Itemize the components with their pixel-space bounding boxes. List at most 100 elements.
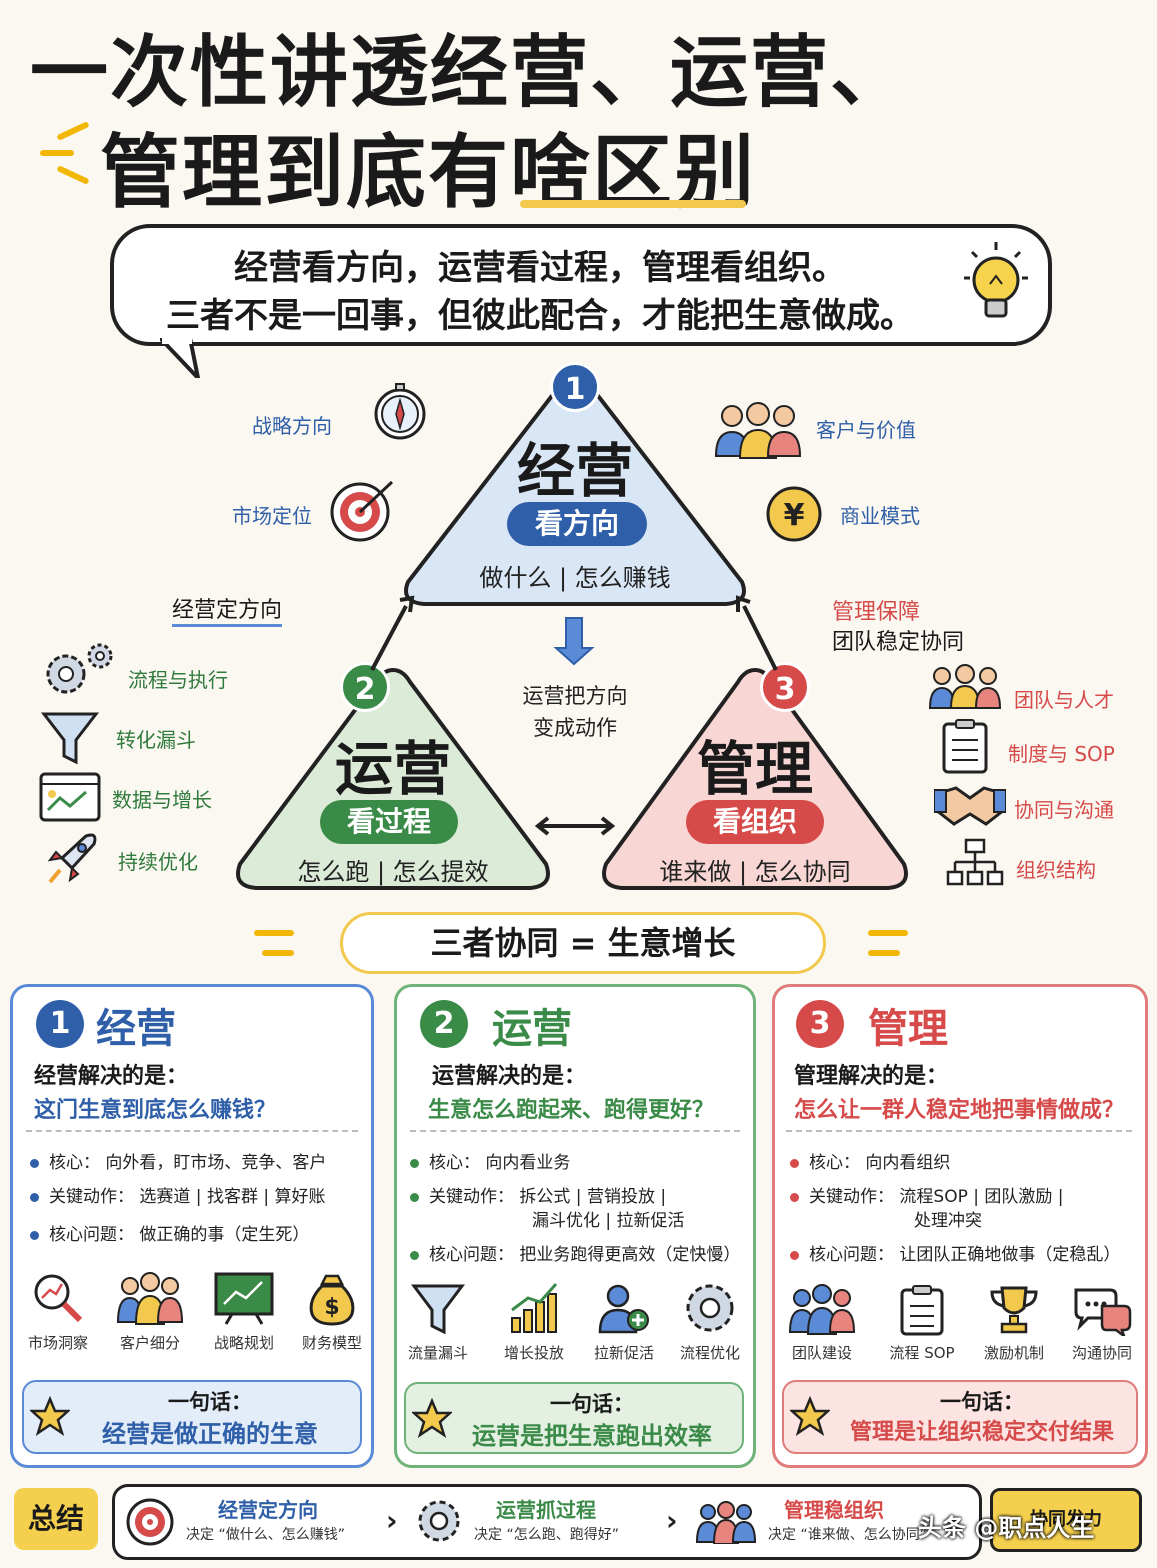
- mini-team-build: 团队建设: [782, 1284, 862, 1363]
- label-org-structure: 组织结构: [1016, 858, 1096, 882]
- spark-decoration: [56, 165, 90, 185]
- summary-2-head: 运营抓过程: [496, 1498, 596, 1522]
- relation-arrows: [370, 595, 778, 836]
- rocket-icon: [47, 833, 97, 884]
- triangle-3-pill: 看组织: [686, 800, 824, 844]
- label-business-model: 商业模式: [840, 504, 920, 528]
- mini-traffic-funnel: 流量漏斗: [398, 1280, 478, 1363]
- funnel-icon: [40, 712, 100, 765]
- clipboard-icon: [942, 719, 988, 774]
- label-team-talent: 团队与人才: [1014, 688, 1114, 712]
- card-1-saying: [22, 1380, 362, 1454]
- chevron-right-icon: ›: [386, 1504, 398, 1537]
- triangle-2-pill: 看过程: [320, 800, 458, 844]
- mini-process-sop: 流程 SOP: [882, 1284, 962, 1363]
- summary-tag: 总结: [14, 1488, 98, 1550]
- card-2-saying-body: 运营是把生意跑出效率: [472, 1422, 712, 1450]
- label-team-collab: 团队稳定协同: [832, 630, 965, 655]
- card-3-bullet-actions-cont: 处理冲突: [914, 1211, 982, 1231]
- speech-bubble: [110, 224, 1052, 346]
- magnifier-icon: [34, 1274, 83, 1323]
- card-1-question-label: 经营解决的是：: [34, 1064, 189, 1089]
- compass-icon: [374, 383, 426, 440]
- bubble-line-1: 经营看方向，运营看过程，管理看组织。: [234, 248, 846, 288]
- chevron-right-icon: ›: [666, 1504, 678, 1537]
- mini-incentive: 激励机制: [974, 1284, 1054, 1363]
- yen-coin-icon: ¥: [766, 486, 822, 542]
- team-icon: [695, 1501, 757, 1544]
- label-sop: 制度与 SOP: [1008, 742, 1115, 766]
- card-2-bullet-core: 核心： 向内看业务: [410, 1148, 570, 1173]
- card-1-bullet-core: 核心： 向外看，盯市场、竞争、客户: [30, 1148, 326, 1173]
- mini-customer-segment: 客户细分: [110, 1270, 190, 1353]
- card-1-saying-body: 经营是做正确的生意: [102, 1420, 318, 1448]
- card-2-number: 2: [420, 1000, 468, 1048]
- card-3-saying-head: 一句话：: [940, 1390, 1024, 1414]
- summary-end-tag: 协同发力: [990, 1488, 1142, 1552]
- card-2-saying: [404, 1382, 744, 1454]
- svg-text:¥: ¥: [784, 498, 805, 533]
- card-3-bullet-actions: 关键动作： 流程SOP | 团队激励 |: [790, 1182, 1064, 1207]
- spark-decoration: [868, 950, 900, 956]
- org-chart-icon: [946, 838, 1004, 886]
- mini-acquire-activate: 拉新促活: [584, 1280, 664, 1363]
- card-3-question: 怎么让一群人稳定地把事情做成？: [794, 1098, 1125, 1123]
- label-mgmt-guard: 管理保障: [832, 600, 921, 625]
- label-optimize: 持续优化: [118, 850, 198, 874]
- card-1-number: 1: [36, 1000, 84, 1048]
- trophy-icon: [990, 1286, 1038, 1334]
- card-2-saying-head: 一句话：: [550, 1392, 634, 1416]
- mini-process-optimize: 流程优化: [670, 1280, 750, 1363]
- mini-growth-ads: 增长投放: [494, 1280, 574, 1363]
- summary-2-sub: 决定 “怎么跑、跑得好”: [474, 1527, 619, 1543]
- spark-decoration: [56, 121, 90, 141]
- card-3-question-label: 管理解决的是：: [794, 1064, 949, 1089]
- add-user-icon: [598, 1284, 649, 1334]
- board-icon: [214, 1272, 274, 1325]
- target-icon: [330, 480, 394, 542]
- clipboard-icon: [900, 1285, 944, 1336]
- label-set-direction: 经营定方向: [172, 592, 283, 627]
- summary-1-head: 经营定方向: [218, 1498, 318, 1522]
- target-icon: [126, 1498, 174, 1546]
- card-2-question: 生意怎么跑起来、跑得更好？: [428, 1098, 715, 1123]
- star-icon: [412, 1398, 452, 1438]
- funnel-icon: [411, 1284, 465, 1335]
- summary-1-sub: 决定 “做什么、怎么赚钱”: [186, 1527, 345, 1543]
- mini-strategy-plan: 战略规划: [204, 1270, 284, 1353]
- triangle-1-sub: 做什么 | 怎么赚钱: [479, 564, 671, 592]
- dashboard-icon: [39, 772, 101, 822]
- watermark: 头条 @职点人生: [918, 1514, 1095, 1542]
- turn-action-line1: 运营把方向: [522, 684, 628, 708]
- spark-decoration: [40, 150, 74, 156]
- triangle-1-pill: 看方向: [507, 502, 647, 546]
- summary-3-sub: 决定 “谁来做、怎么协同”: [768, 1527, 927, 1543]
- gears-icon: [46, 643, 113, 694]
- label-market: 市场定位: [232, 504, 312, 528]
- people-icon: [116, 1272, 184, 1325]
- mini-market-insight: 市场洞察: [18, 1270, 98, 1353]
- card-1-title: 经营: [96, 1006, 176, 1052]
- card-2-question-label: 运营解决的是：: [432, 1064, 587, 1089]
- triangle-3-sub: 谁来做 | 怎么协同: [659, 858, 851, 886]
- summary-3-head: 管理稳组织: [784, 1498, 884, 1522]
- divider: [786, 1130, 1132, 1132]
- card-1-saying-head: 一句话：: [168, 1390, 252, 1414]
- card-1-bullet-problem: 核心问题： 做正确的事（定生死）: [30, 1220, 309, 1245]
- divider: [26, 1130, 358, 1132]
- gear-icon: [686, 1284, 734, 1332]
- number-badge-2: 2: [340, 662, 390, 712]
- page-title-line1: 一次性讲透经营、运营、: [30, 28, 911, 118]
- card-2-bullet-problem: 核心问题： 把业务跑得更高效（定快慢）: [410, 1240, 740, 1265]
- card-2-title: 运营: [492, 1006, 572, 1052]
- divider: [410, 1130, 740, 1132]
- label-customer: 客户与价值: [816, 418, 916, 442]
- card-1-question: 这门生意到底怎么赚钱？: [34, 1098, 277, 1123]
- turn-action-line2: 变成动作: [533, 716, 617, 740]
- card-3-bullet-core: 核心： 向内看组织: [790, 1148, 950, 1173]
- people-icon: [714, 402, 802, 459]
- card-3-saying-body: 管理是让组织稳定交付结果: [849, 1420, 1114, 1445]
- gear-icon: [418, 1500, 460, 1542]
- synergy-pill: 三者协同 = 生意增长: [340, 912, 826, 974]
- spark-decoration: [254, 930, 294, 936]
